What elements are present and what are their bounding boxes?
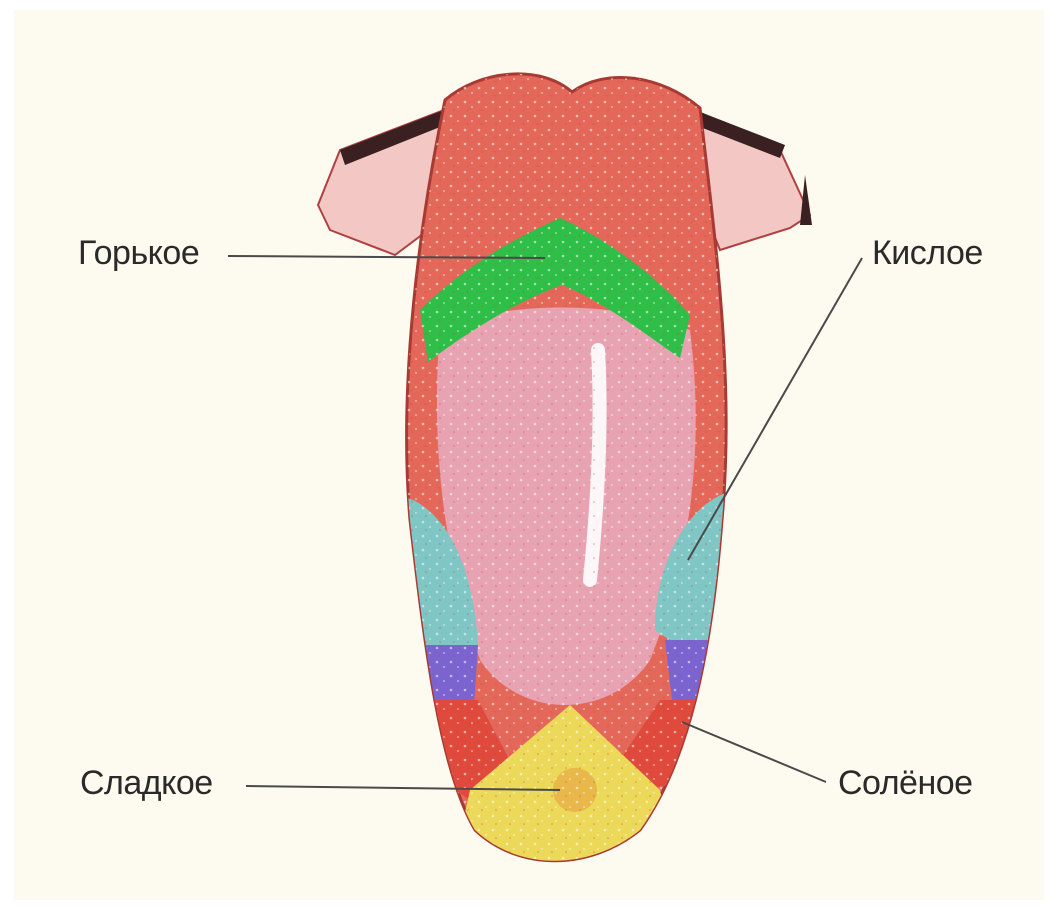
leader-line-salty <box>682 722 826 782</box>
label-salty: Солёное <box>838 766 973 800</box>
label-sweet: Сладкое <box>80 766 213 800</box>
label-bitter: Горькое <box>78 236 199 270</box>
tongue-body <box>380 60 760 890</box>
label-sour: Кислое <box>872 236 983 270</box>
